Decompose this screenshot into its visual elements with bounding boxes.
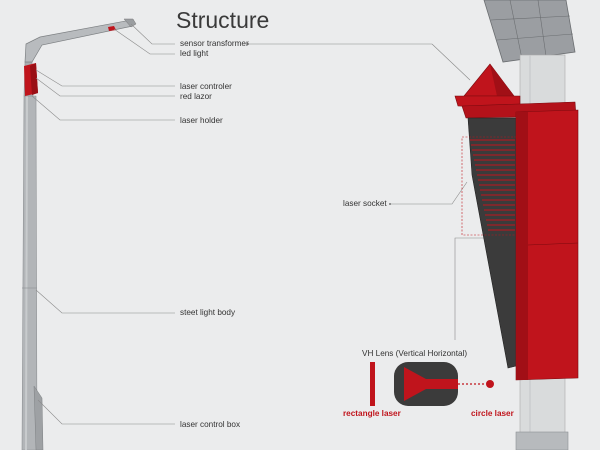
vh-lens-diagram [370, 362, 494, 406]
label-red-lazor: red lazor [180, 92, 212, 101]
street-light-arm [24, 19, 134, 63]
rectangle-laser-bar [370, 362, 375, 406]
street-light [21, 18, 137, 450]
label-sensor-transformer: sensor transformer [180, 39, 249, 48]
label-laser-controler: laser controler [180, 82, 232, 91]
label-led-light: led light [180, 49, 209, 58]
label-laser-socket: laser socket [343, 199, 387, 208]
label-steet-light-body: steet light body [180, 308, 236, 317]
solar-panel [483, 0, 576, 63]
label-circle-laser: circle laser [471, 409, 514, 418]
diagram-title: Structure [176, 7, 270, 33]
label-rectangle-laser: rectangle laser [343, 409, 401, 418]
leader-lines [31, 23, 488, 425]
led-light-component [108, 26, 116, 31]
right-device [454, 0, 579, 450]
laser-control-box-component [33, 385, 44, 450]
lens-cone [404, 367, 458, 401]
circle-laser-dot [486, 380, 494, 388]
label-vh-lens: VH Lens (Vertical Horizontal) [362, 349, 468, 358]
label-laser-control-box: laser control box [180, 420, 241, 429]
label-laser-holder: laser holder [180, 116, 223, 125]
